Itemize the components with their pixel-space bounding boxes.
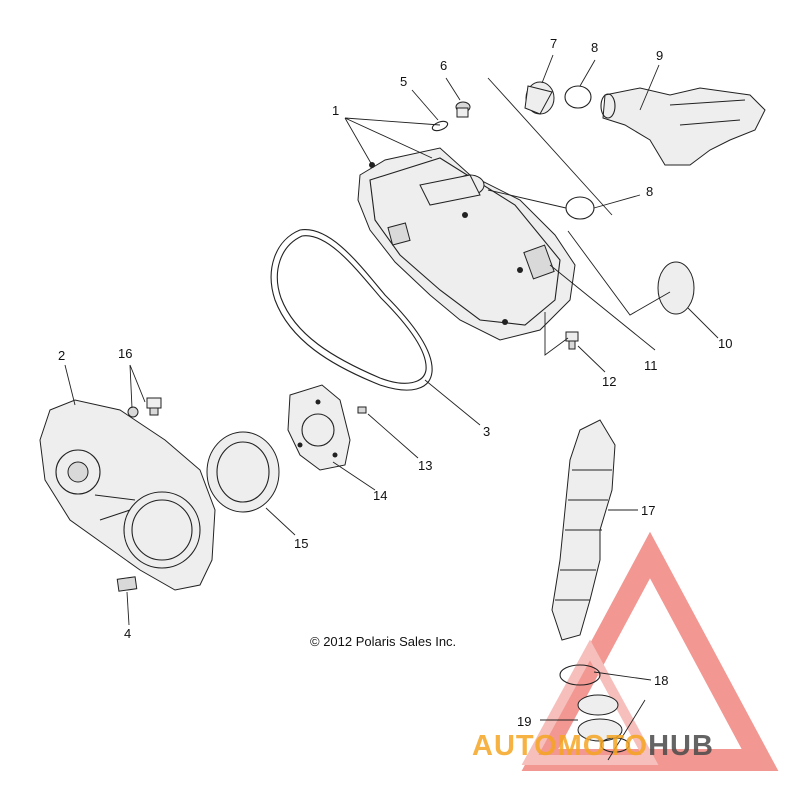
callout-15: 15	[294, 536, 308, 551]
pad	[657, 261, 695, 315]
outer-clutch-cover	[357, 147, 576, 341]
leader-lines	[64, 54, 719, 761]
callout-8-upper: 8	[591, 40, 598, 55]
air-intake-duct	[600, 87, 766, 166]
cover-plate	[287, 384, 351, 471]
bolt-12	[565, 331, 579, 350]
callout-3: 3	[483, 424, 490, 439]
watermark-logo	[521, 531, 779, 771]
decal	[116, 576, 138, 592]
watermark-part-moto: MOTO	[558, 730, 648, 762]
callout-16: 16	[118, 346, 132, 361]
callout-13: 13	[418, 458, 432, 473]
duct-adapter	[524, 81, 555, 115]
callout-10: 10	[718, 336, 732, 351]
bolt-16	[127, 397, 162, 418]
callout-14: 14	[373, 488, 387, 503]
callout-7: 7	[550, 36, 557, 51]
exhaust-duct-hose	[551, 419, 616, 641]
callout-5: 5	[400, 74, 407, 89]
callout-12: 12	[602, 374, 616, 389]
boot-19	[577, 694, 630, 753]
callout-6: 6	[440, 58, 447, 73]
copyright-notice: © 2012 Polaris Sales Inc.	[310, 634, 456, 649]
callout-4: 4	[124, 626, 131, 641]
callout-1: 1	[332, 103, 339, 118]
drain-plug	[455, 101, 471, 118]
seal-ring	[206, 431, 280, 513]
callout-8-lower: 8	[646, 184, 653, 199]
callout-labels: 1 2 3 4 5 6 7 8 9 8 10 11 12 13 14 15 16…	[58, 36, 732, 729]
callout-9: 9	[656, 48, 663, 63]
callout-17: 17	[641, 503, 655, 518]
o-ring	[431, 120, 449, 132]
callout-18: 18	[654, 673, 668, 688]
screw-13	[357, 406, 367, 414]
hose-clamp-18	[559, 664, 601, 686]
inner-clutch-cover	[39, 399, 216, 591]
hose-clamp-lower	[565, 196, 595, 220]
callout-2: 2	[58, 348, 65, 363]
watermark-part-hub: HUB	[648, 730, 714, 762]
callout-19: 19	[517, 714, 531, 729]
callout-11: 11	[644, 358, 658, 373]
hose-clamp-upper	[564, 85, 592, 109]
watermark-part-auto: AUTO	[472, 730, 558, 762]
watermark-wordmark: AUTOMOTOHUB	[472, 730, 714, 762]
drive-belt	[270, 229, 433, 391]
